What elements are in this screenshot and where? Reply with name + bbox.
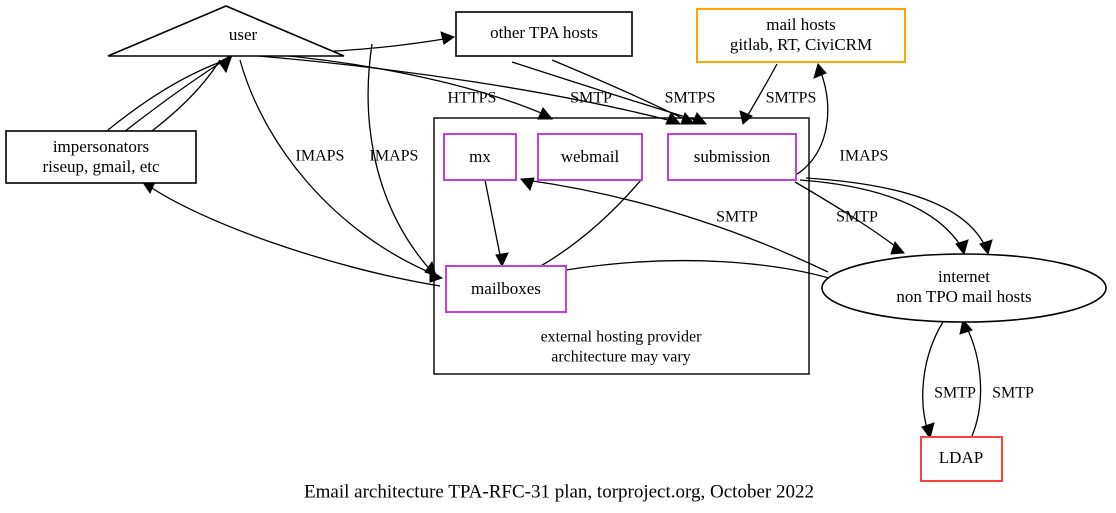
edge-user-to-impersonators (139, 59, 221, 141)
mail-hosts-label-line1: mail hosts (766, 15, 835, 34)
edge-label-smtp-top: SMTP (570, 90, 612, 107)
node-ldap[interactable]: LDAP (920, 436, 1003, 482)
edge-convergent-to-submission (511, 61, 703, 123)
edge-label-imaps-3: IMAPS (840, 148, 889, 165)
arrowhead-user-other-tpa (440, 31, 456, 45)
edge-labels-layer: HTTPS IMAPS IMAPS IMAPS SMTP SMTPS SMTPS… (296, 90, 1034, 402)
submission-label: submission (694, 147, 771, 166)
arrowhead-impersonators-user (218, 53, 233, 74)
impersonators-shape (5, 130, 197, 184)
user-label: user (229, 25, 258, 44)
edges-layer (107, 31, 993, 440)
edge-other-tpa-to-submission (551, 59, 691, 123)
arrowhead-mailhosts-submission (739, 110, 753, 125)
arrowhead-internet-mx (520, 177, 535, 192)
node-mail-hosts[interactable]: mail hosts gitlab, RT, CiviCRM (696, 8, 906, 63)
edge-impersonators-to-user-2 (107, 59, 227, 131)
diagram-caption: Email architecture TPA-RFC-31 plan, torp… (304, 481, 814, 502)
webmail-label: webmail (561, 147, 620, 166)
node-impersonators[interactable]: impersonators riseup, gmail, etc (5, 130, 197, 184)
mailboxes-shape (445, 265, 567, 313)
cluster-label-line1: external hosting provider (541, 329, 703, 346)
node-internet[interactable]: internet non TPO mail hosts (821, 253, 1107, 323)
edge-internet-to-mx-smtp (525, 179, 829, 273)
edge-user-to-webmail-https (267, 53, 549, 117)
arrowhead-mx-mailboxes (495, 252, 509, 268)
mail-hosts-shape (696, 8, 906, 63)
webmail-shape (537, 133, 643, 181)
other-tpa-hosts-label: other TPA hosts (490, 23, 598, 42)
edge-submission-to-internet-smtp (794, 181, 901, 251)
edge-mailboxes-to-internet (565, 259, 843, 283)
edge-label-smtp-mid-right: SMTP (836, 209, 878, 226)
mx-label: mx (469, 147, 491, 166)
edge-mx-to-mailboxes (484, 179, 502, 261)
cluster-border (433, 117, 810, 375)
edge-label-smtps-2: SMTPS (766, 90, 817, 107)
edge-label-smtps-1: SMTPS (665, 90, 716, 107)
edge-submission-to-mailhosts-imaps (789, 69, 829, 179)
edge-label-smtp-ldap-in: SMTP (992, 385, 1034, 402)
impersonators-label-line1: impersonators (53, 137, 149, 156)
node-mailboxes[interactable]: mailboxes (445, 265, 567, 313)
edge-user-to-mailboxes-imaps (239, 59, 439, 277)
edge-internet-to-ldap-smtp (922, 321, 944, 433)
arrowhead-convergent-submission (691, 112, 708, 125)
arrowhead-user-webmail (537, 107, 554, 120)
edge-other-tpa-to-mailboxes-imaps (367, 43, 433, 273)
node-other-tpa-hosts[interactable]: other TPA hosts (455, 11, 633, 57)
node-webmail[interactable]: webmail (537, 133, 643, 181)
node-user[interactable]: user (107, 5, 345, 57)
edge-user-to-submission-smtps (257, 55, 677, 123)
edge-webmail-to-mailboxes (529, 179, 642, 273)
internet-shape (821, 253, 1107, 323)
node-mx[interactable]: mx (443, 133, 517, 181)
arrowhead-submission-internet (890, 240, 905, 255)
submission-shape (667, 133, 797, 181)
ldap-shape (920, 436, 1003, 482)
arrowhead-submission-mailhosts (813, 62, 827, 79)
impersonators-label-line2: riseup, gmail, etc (42, 157, 160, 176)
arrowhead-internet-ldap (921, 422, 935, 440)
edge-ldap-to-internet-smtp (965, 325, 982, 437)
edge-label-smtp-mid-left: SMTP (716, 209, 758, 226)
edge-to-impersonators-arc (145, 183, 441, 287)
cluster-label-line2: architecture may vary (551, 349, 690, 366)
edge-label-imaps-1: IMAPS (296, 148, 345, 165)
arrowhead-user-submission (665, 112, 682, 125)
internet-label-line1: internet (938, 267, 990, 286)
edge-label-imaps-2: IMAPS (370, 148, 419, 165)
edge-impersonators-to-user (123, 57, 229, 133)
arrowhead-ldap-internet (959, 318, 973, 335)
edge-label-smtp-ldap-out: SMTP (934, 385, 976, 402)
arrowhead-submission-internet-2 (955, 239, 969, 256)
arrowhead-other-tpa-mailboxes (424, 260, 437, 277)
node-submission[interactable]: submission (667, 133, 797, 181)
mailboxes-label: mailboxes (471, 279, 541, 298)
edge-label-https: HTTPS (448, 90, 497, 107)
internet-label-line2: non TPO mail hosts (896, 287, 1031, 306)
ldap-label: LDAP (939, 448, 983, 467)
mail-hosts-label-line2: gitlab, RT, CiviCRM (730, 35, 872, 54)
edge-submission-to-internet-smtp-2 (799, 179, 963, 249)
other-tpa-hosts-shape (455, 11, 633, 57)
cluster-external-hosting-provider: external hosting provider architecture m… (433, 117, 810, 375)
edge-cluster-to-internet-3 (805, 177, 987, 249)
mx-shape (443, 133, 517, 181)
user-triangle-shape (107, 5, 345, 57)
arrowhead-cluster-internet-3 (979, 239, 993, 256)
